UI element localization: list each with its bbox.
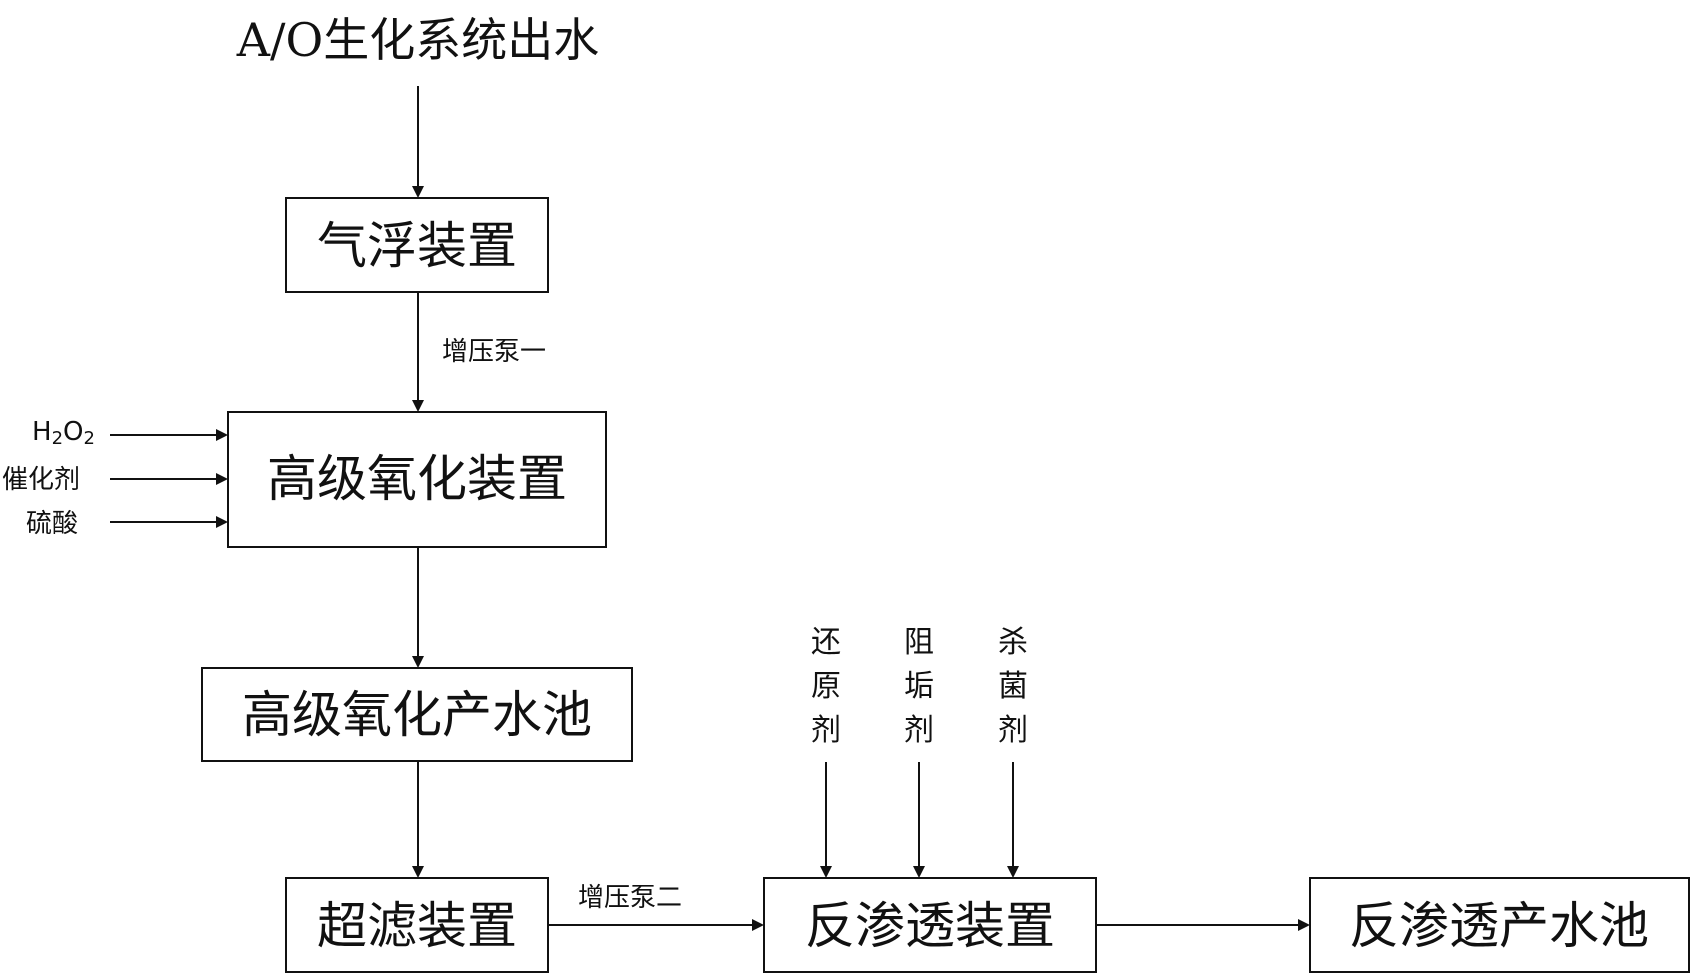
booster-pump-2-label: 增压泵二	[578, 883, 682, 913]
svg-text:垢: 垢	[904, 669, 934, 704]
source-title: A/O生化系统出水	[236, 13, 599, 67]
ro-product-pool-box: 反渗透产水池	[1309, 877, 1690, 973]
antiscalant-label: 阻 垢 剂	[904, 625, 934, 748]
oxidation-product-pool-box: 高级氧化产水池	[201, 667, 633, 762]
advanced-oxidation-unit-label: 高级氧化装置	[267, 450, 567, 508]
svg-text:阻: 阻	[904, 625, 934, 660]
reverse-osmosis-unit-box: 反渗透装置	[763, 877, 1097, 973]
svg-text:原: 原	[811, 669, 841, 704]
h2o2-label: H2O2	[32, 417, 95, 449]
ultrafiltration-unit-box: 超滤装置	[285, 877, 549, 973]
svg-text:还: 还	[811, 625, 841, 660]
catalyst-label: 催化剂	[2, 465, 80, 495]
oxidation-product-pool-label: 高级氧化产水池	[242, 686, 592, 744]
flotation-unit-label: 气浮装置	[317, 217, 517, 275]
ro-product-pool-label: 反渗透产水池	[1349, 897, 1649, 955]
flotation-unit-box: 气浮装置	[285, 197, 549, 293]
svg-text:菌: 菌	[998, 669, 1028, 704]
biocide-label: 杀 菌 剂	[998, 625, 1028, 748]
reducing-agent-label: 还 原 剂	[811, 625, 841, 748]
reverse-osmosis-unit-label: 反渗透装置	[805, 897, 1055, 955]
ultrafiltration-unit-label: 超滤装置	[317, 897, 517, 955]
svg-text:剂: 剂	[904, 713, 934, 748]
advanced-oxidation-unit-box: 高级氧化装置	[227, 411, 607, 548]
booster-pump-1-label: 增压泵一	[442, 337, 546, 367]
svg-text:剂: 剂	[998, 713, 1028, 748]
svg-text:剂: 剂	[811, 713, 841, 748]
svg-text:杀: 杀	[998, 625, 1028, 660]
sulfuric-acid-label: 硫酸	[26, 509, 78, 539]
